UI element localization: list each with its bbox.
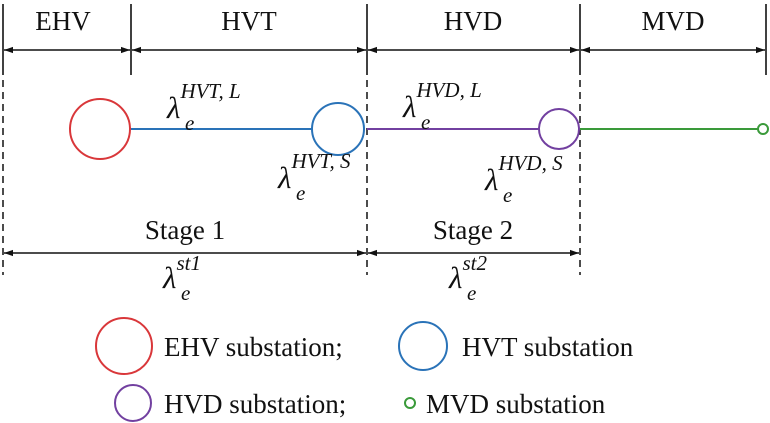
legend-ehv-label: EHV substation; [164, 332, 343, 362]
segment-label-hvd: HVD [444, 6, 503, 36]
mvd-substation-node [757, 123, 769, 135]
legend-hvd-icon [114, 384, 152, 422]
hvd-substation-node [538, 108, 580, 150]
segment-label-mvd: MVD [641, 6, 704, 36]
legend-hvt-icon [398, 321, 448, 371]
legend-hvd-label: HVD substation; [164, 389, 346, 419]
legend: EHV substation; HVT substation HVD subst… [95, 317, 634, 422]
legend-mvd-icon [404, 397, 416, 409]
legend-ehv-icon [95, 317, 153, 375]
hvt-substation-node [311, 102, 365, 156]
segment-label-ehv: EHV [35, 6, 91, 36]
stage-2-label: Stage 2 [433, 215, 513, 245]
legend-mvd-label: MVD substation [426, 389, 606, 419]
ehv-substation-node [69, 98, 131, 160]
legend-hvt-label: HVT substation [462, 332, 634, 362]
stage-1-label: Stage 1 [145, 215, 225, 245]
segment-label-hvt: HVT [221, 6, 277, 36]
